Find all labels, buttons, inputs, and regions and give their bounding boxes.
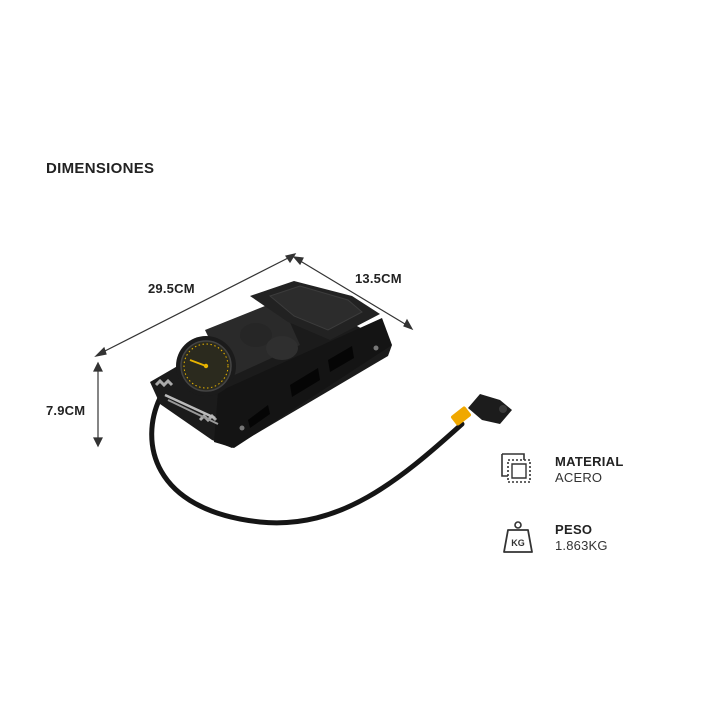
height-label: 7.9CM [46, 403, 86, 418]
length-dimension-line [94, 253, 297, 357]
material-layers-icon [501, 453, 531, 483]
length-label: 29.5CM [148, 281, 195, 296]
width-label: 13.5CM [355, 271, 402, 286]
material-label: MATERIAL [555, 454, 624, 469]
section-title: DIMENSIONES [46, 160, 155, 177]
valve-connector [451, 394, 512, 426]
pressure-gauge [176, 336, 236, 396]
hose [149, 395, 465, 526]
weight-label: PESO [555, 522, 593, 537]
weight-kg-icon: KG [503, 521, 533, 553]
height-dimension-line [93, 361, 103, 448]
material-value: ACERO [555, 470, 603, 485]
spec-material: MATERIAL ACERO [498, 450, 708, 498]
svg-text:KG: KG [511, 538, 525, 548]
width-dimension-line [292, 256, 414, 331]
weight-value: 1.863KG [555, 538, 608, 553]
spec-weight: KG PESO 1.863KG [498, 518, 708, 566]
